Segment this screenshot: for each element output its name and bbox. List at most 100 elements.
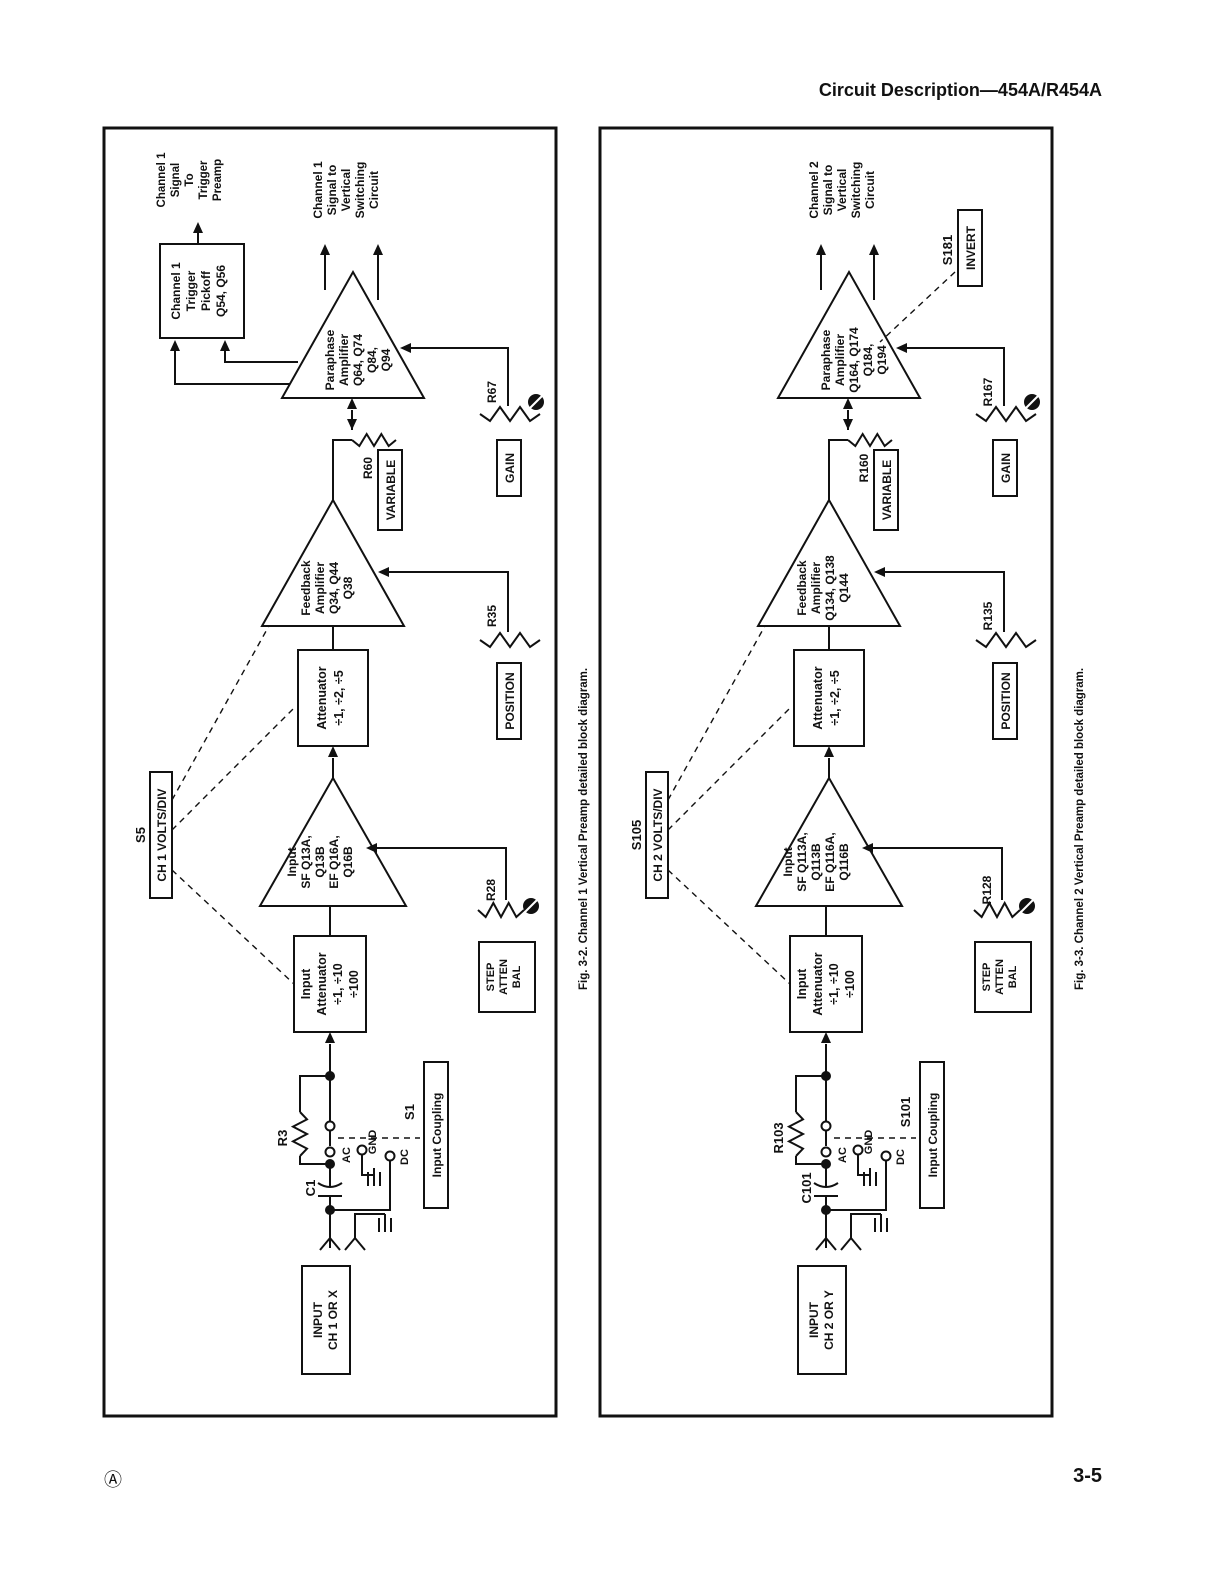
vertical-output-label-line: Signal to [821, 165, 835, 216]
main-signal-wire [332, 439, 352, 500]
volts-div-switch-box [149, 771, 173, 899]
attenuator-label-line: ÷1, ÷2, ÷5 [828, 670, 842, 725]
vertical-output-label-line: Switching [353, 162, 367, 219]
arrow-head [874, 567, 885, 577]
step-atten-wire [376, 847, 507, 900]
attenuator-label: Attenuator÷1, ÷2, ÷5 [811, 666, 842, 729]
diagram-frame [102, 126, 558, 1418]
gain-control-box [496, 439, 522, 497]
volts-div-link [667, 869, 791, 985]
arrow-head [378, 567, 389, 577]
input-attenuator-label-line: ÷1, ÷10 [331, 963, 345, 1005]
feedback-amplifier [756, 497, 902, 627]
input-stage-label-line: Input [285, 847, 299, 876]
paraphase-amplifier-label-line: Q184, [861, 344, 875, 377]
input-connector-label: INPUTCH 1 OR X [311, 1290, 340, 1350]
arrow-head [843, 398, 853, 409]
volts-div-link [667, 707, 791, 831]
trigger-pickoff-label-line: Q54, Q56 [214, 265, 228, 317]
vertical-output-label-line: Vertical [339, 169, 353, 212]
invert-switch-link [879, 271, 956, 343]
arrow-head [373, 244, 383, 255]
input-stage-label-line: EF Q116A, [823, 832, 837, 891]
capacitor-label: C1 [303, 1180, 318, 1197]
volts-div-link [171, 707, 295, 831]
input-attenuator-box [293, 935, 367, 1033]
bnc-shield-wire [354, 1213, 385, 1238]
arrow-head [869, 244, 879, 255]
coupling-switch-label: S1 [402, 1104, 417, 1120]
input-coupling-control-label: Input Coupling [926, 1093, 940, 1178]
paraphase-amplifier-label-line: Paraphase [323, 329, 337, 390]
arrow-head [347, 419, 357, 430]
feedback-amplifier-label-line: Q144 [837, 573, 851, 603]
dc-bypass-wire [330, 1160, 391, 1211]
page-header: Circuit Description—454A/R454A [818, 80, 1102, 100]
step-atten-potentiometer-icon [973, 900, 1021, 920]
volts-div-switch-box [645, 771, 669, 899]
gain-pot-label: R67 [485, 381, 499, 403]
vertical-output-label-line: Channel 2 [807, 161, 821, 219]
input-attenuator-label-line: Attenuator [811, 952, 825, 1015]
input-stage-label: InputSF Q113A,Q113BEF Q116A,Q116B [781, 832, 851, 891]
feedback-amplifier-label: FeedbackAmplifierQ34, Q44Q38 [299, 560, 355, 616]
figure-caption: Fig. 3-2. Channel 1 Vertical Preamp deta… [578, 668, 590, 990]
gnd-contact-wire [857, 1155, 870, 1176]
switch-common-contact [820, 1120, 832, 1132]
vertical-output-label-line: Circuit [863, 171, 877, 209]
arrow-head [821, 1032, 831, 1043]
step-atten-bal-label-line: BAL [511, 965, 523, 988]
input-connector-label-line: CH 1 OR X [326, 1290, 340, 1350]
trigger-feed-wire [174, 350, 290, 385]
feedback-amplifier-label-line: Q38 [341, 576, 355, 599]
resistor-wire [299, 1075, 330, 1112]
step-atten-pot-label: R28 [484, 879, 498, 901]
input-attenuator-label-line: ÷100 [843, 970, 857, 998]
switch-contact-gnd [852, 1144, 864, 1156]
screwdriver-slot [524, 899, 538, 913]
attenuator-label-line: Attenuator [315, 666, 329, 729]
invert-control-label: INVERT [964, 225, 978, 270]
resistor-label: R103 [771, 1122, 786, 1153]
arrow-head [220, 340, 230, 351]
step-atten-bal-label: STEPATTENBAL [485, 959, 523, 995]
bnc-connector-icon [344, 1236, 366, 1251]
coupling-switch-label: S101 [898, 1097, 913, 1127]
input-coupling-control-box [423, 1061, 449, 1209]
input-attenuator-label-line: Input [299, 968, 313, 999]
input-connector-label: INPUTCH 2 OR Y [807, 1290, 836, 1350]
input-coupling-control-label: Input Coupling [430, 1093, 444, 1178]
switch-contact-ac [820, 1146, 832, 1158]
position-control-label: POSITION [999, 672, 1013, 729]
input-connector-box [797, 1265, 847, 1375]
input-stage-label-line: Q113B [809, 843, 823, 881]
resistor-icon [290, 1111, 310, 1157]
gain-pot-label: R167 [981, 377, 995, 406]
input-connector-box [301, 1265, 351, 1375]
vertical-output-label-line: Vertical [835, 169, 849, 212]
step-atten-pot-label: R128 [980, 875, 994, 904]
variable-pot-label: R60 [361, 457, 375, 479]
input-stage-label-line: Input [781, 847, 795, 876]
bnc-shield-wire [850, 1213, 881, 1238]
paraphase-amplifier-label-line: Q84, [365, 347, 379, 373]
feedback-amplifier-label-line: Amplifier [313, 562, 327, 614]
position-control-label: POSITION [503, 672, 517, 729]
trigger-output-label-line: Preamp [212, 159, 224, 201]
switch-position-ac: AC [837, 1147, 849, 1163]
position-wire [388, 571, 509, 632]
feedback-amplifier-label: FeedbackAmplifierQ134, Q138Q144 [795, 555, 851, 621]
input-stage-label: InputSF Q13A,Q13BEF Q16A,Q16B [285, 835, 355, 888]
position-wire [884, 571, 1005, 632]
gain-wire [906, 347, 1005, 406]
bnc-connector-icon [815, 1236, 837, 1251]
figure-caption: Fig. 3-3. Channel 2 Vertical Preamp deta… [1074, 668, 1086, 990]
arrow-head [170, 340, 180, 351]
capacitor-label: C101 [799, 1172, 814, 1203]
input-stage-label-line: EF Q16A, [327, 835, 341, 888]
paraphase-amplifier-label-line: Q64, Q74 [351, 334, 365, 386]
arrow-head [193, 222, 203, 233]
